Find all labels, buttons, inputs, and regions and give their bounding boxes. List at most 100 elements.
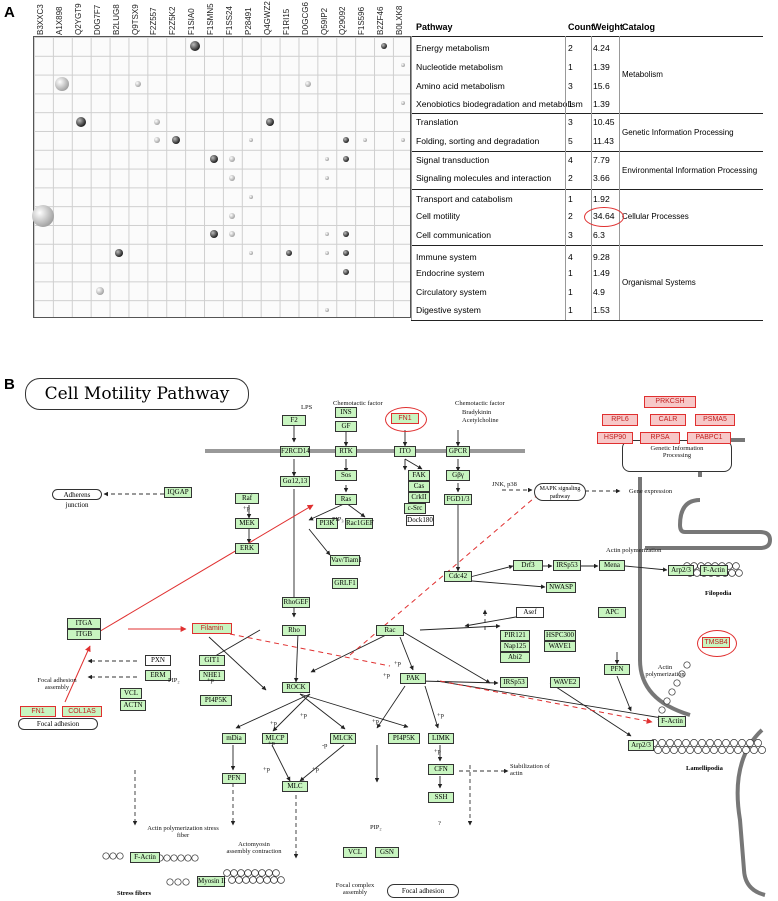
gene-node-mlc[interactable]: MLC bbox=[282, 781, 308, 792]
gene-node-pfn1[interactable]: PFN bbox=[604, 664, 630, 675]
gip-protein-rpsa: RPSA bbox=[640, 432, 680, 444]
gene-node-gby[interactable]: Gβγ bbox=[446, 470, 470, 481]
highlight-node-tmsb4[interactable]: TMSB4 bbox=[702, 637, 730, 648]
filopodia-label: Filopodia bbox=[705, 590, 732, 597]
pip2-label-a: PIP₂ bbox=[168, 677, 180, 684]
gene-node-rac[interactable]: Rac bbox=[376, 625, 404, 636]
gene-node-erm[interactable]: ERM bbox=[145, 670, 171, 681]
panel-b-letter: B bbox=[4, 376, 15, 393]
gene-node-arp23b[interactable]: Arp2/3 bbox=[628, 740, 654, 751]
table-cell-count: 1 bbox=[568, 305, 573, 315]
gene-node-nhe1[interactable]: NHE1 bbox=[199, 670, 225, 681]
gene-node-factin2[interactable]: F-Actin bbox=[658, 716, 686, 727]
gene-node-gpcr[interactable]: GPCR bbox=[446, 446, 470, 457]
gene-node-iqgap[interactable]: IQGAP bbox=[164, 487, 192, 498]
gene-node-mlck[interactable]: MLCK bbox=[330, 733, 356, 744]
gene-node-git1[interactable]: GIT1 bbox=[199, 655, 225, 666]
gene-node-gf[interactable]: GF bbox=[335, 421, 357, 432]
membership-dot bbox=[305, 81, 311, 87]
gene-node-cdc42[interactable]: Cdc42 bbox=[444, 571, 472, 582]
highlight-node-col1as[interactable]: COL1AS bbox=[62, 706, 102, 717]
gene-node-vavtiam[interactable]: Vav/Tiam1 bbox=[330, 555, 362, 566]
gene-node-mlcp[interactable]: MLCP bbox=[262, 733, 288, 744]
table-cell-count: 4 bbox=[568, 252, 573, 262]
gene-node-fgd[interactable]: FGD1/3 bbox=[444, 494, 472, 505]
focal-adhesion-link-2[interactable]: Focal adhesion bbox=[387, 884, 459, 898]
gene-node-hspc300[interactable]: HSPC300 bbox=[544, 630, 576, 641]
gene-node-erk[interactable]: ERK bbox=[235, 543, 259, 554]
gene-node-actn[interactable]: ACTN bbox=[120, 700, 146, 711]
gene-node-irsp53b[interactable]: IRSp53 bbox=[500, 677, 528, 688]
gene-node-fak[interactable]: FAK bbox=[408, 470, 430, 481]
gene-node-limk[interactable]: LIMK bbox=[428, 733, 454, 744]
gip-protein-psma5: PSMA5 bbox=[695, 414, 735, 426]
membership-dot bbox=[324, 307, 329, 312]
gene-node-ras[interactable]: Ras bbox=[335, 494, 357, 505]
gene-node-itga[interactable]: ITGA bbox=[67, 618, 101, 629]
gene-node-mdia[interactable]: mDia bbox=[222, 733, 246, 744]
table-cell-pathway: Endocrine system bbox=[416, 268, 485, 278]
gene-node-f2[interactable]: F2 bbox=[282, 415, 306, 426]
highlight-node-fn1[interactable]: FN1 bbox=[391, 413, 419, 424]
gene-node-pi4p5k[interactable]: PI4P5K bbox=[200, 695, 232, 706]
gene-node-ssh[interactable]: SSH bbox=[428, 792, 454, 803]
gene-node-vcl2[interactable]: VCL bbox=[343, 847, 367, 858]
membership-dot bbox=[55, 77, 70, 91]
gene-node-pi4p5k2[interactable]: PI4P5K bbox=[388, 733, 420, 744]
gene-node-drf[interactable]: Drf3 bbox=[513, 560, 543, 571]
focal-adhesion-assembly-label: Focal adhesion assembly bbox=[37, 677, 77, 691]
table-cell-count: 2 bbox=[568, 43, 573, 53]
table-top-rule bbox=[411, 36, 763, 37]
gene-node-cfn[interactable]: CFN bbox=[428, 764, 454, 775]
highlight-node-filamin[interactable]: Filamin bbox=[192, 623, 232, 634]
mapk-pathway-link[interactable]: MAPK signaling pathway bbox=[534, 483, 586, 501]
gene-node-irsp53a[interactable]: IRSp53 bbox=[553, 560, 581, 571]
highlight-node-fn1-fa[interactable]: FN1 bbox=[20, 706, 56, 717]
gene-node-pi3k[interactable]: PI3K bbox=[316, 518, 338, 529]
adherens-junction-link[interactable]: Adherens junction bbox=[52, 489, 102, 509]
gene-node-factin3[interactable]: F-Actin bbox=[130, 852, 160, 863]
membership-dot bbox=[249, 138, 254, 143]
gene-node-dock[interactable]: Dock180 bbox=[406, 515, 434, 526]
gene-node-pfn2[interactable]: PFN bbox=[222, 773, 246, 784]
gene-node-pak[interactable]: PAK bbox=[400, 673, 426, 684]
gene-node-nwasp[interactable]: NWASP bbox=[546, 582, 576, 593]
gene-node-mena[interactable]: Mena bbox=[599, 560, 625, 571]
gene-node-cas[interactable]: Cas bbox=[408, 481, 430, 492]
gene-node-pir121[interactable]: PIR121 bbox=[500, 630, 530, 641]
gene-node-arp23a[interactable]: Arp2/3 bbox=[668, 565, 694, 576]
gene-node-itgb[interactable]: ITGB bbox=[67, 629, 101, 640]
gene-node-asef[interactable]: Asef bbox=[516, 607, 544, 618]
gene-node-grlf1[interactable]: GRLF1 bbox=[332, 578, 358, 589]
gene-node-galpha[interactable]: Gα12,13 bbox=[280, 476, 310, 487]
gene-node-ins[interactable]: INS bbox=[335, 407, 357, 418]
gene-node-crkii[interactable]: CrkII bbox=[408, 492, 430, 503]
gene-node-raf[interactable]: Raf bbox=[235, 493, 259, 504]
gene-node-rho[interactable]: Rho bbox=[282, 625, 306, 636]
gene-node-gsn[interactable]: GSN bbox=[375, 847, 399, 858]
focal-adhesion-link-1[interactable]: Focal adhesion bbox=[18, 718, 98, 730]
gene-node-nap125[interactable]: Nap125 bbox=[500, 641, 530, 652]
gene-node-rhogef[interactable]: RhoGEF bbox=[282, 597, 310, 608]
gene-node-pxn[interactable]: PXN bbox=[145, 655, 171, 666]
gene-node-wave1[interactable]: WAVE1 bbox=[544, 641, 576, 652]
gene-node-racgef[interactable]: Rac1GEF bbox=[345, 518, 374, 529]
gene-node-wave2[interactable]: WAVE2 bbox=[550, 677, 580, 688]
gene-node-mek[interactable]: MEK bbox=[235, 518, 259, 529]
gene-node-abi2[interactable]: Abi2 bbox=[500, 652, 530, 663]
gene-node-apc[interactable]: APC bbox=[598, 607, 626, 618]
gene-node-rock[interactable]: ROCK bbox=[282, 682, 310, 693]
gene-node-rtk[interactable]: RTK bbox=[335, 446, 357, 457]
pathway-title: Cell Motility Pathway bbox=[25, 378, 249, 410]
gene-node-sos[interactable]: Sos bbox=[335, 470, 357, 481]
gene-node-vcl[interactable]: VCL bbox=[120, 688, 142, 699]
gene-node-ito[interactable]: ITO bbox=[394, 446, 416, 457]
phosphorylation-label: +p bbox=[270, 720, 277, 727]
gene-node-myosin[interactable]: Myosin II bbox=[197, 876, 226, 887]
gene-node-f2rcd[interactable]: F2RCD14 bbox=[280, 446, 310, 457]
gene-node-csrc[interactable]: c-Src bbox=[404, 503, 426, 514]
gene-node-factin1[interactable]: F-Actin bbox=[700, 565, 728, 576]
phosphorylation-label: +p bbox=[207, 677, 214, 684]
table-cell-pathway: Digestive system bbox=[416, 305, 481, 315]
jnk-label: JNK, p38 bbox=[492, 481, 517, 488]
